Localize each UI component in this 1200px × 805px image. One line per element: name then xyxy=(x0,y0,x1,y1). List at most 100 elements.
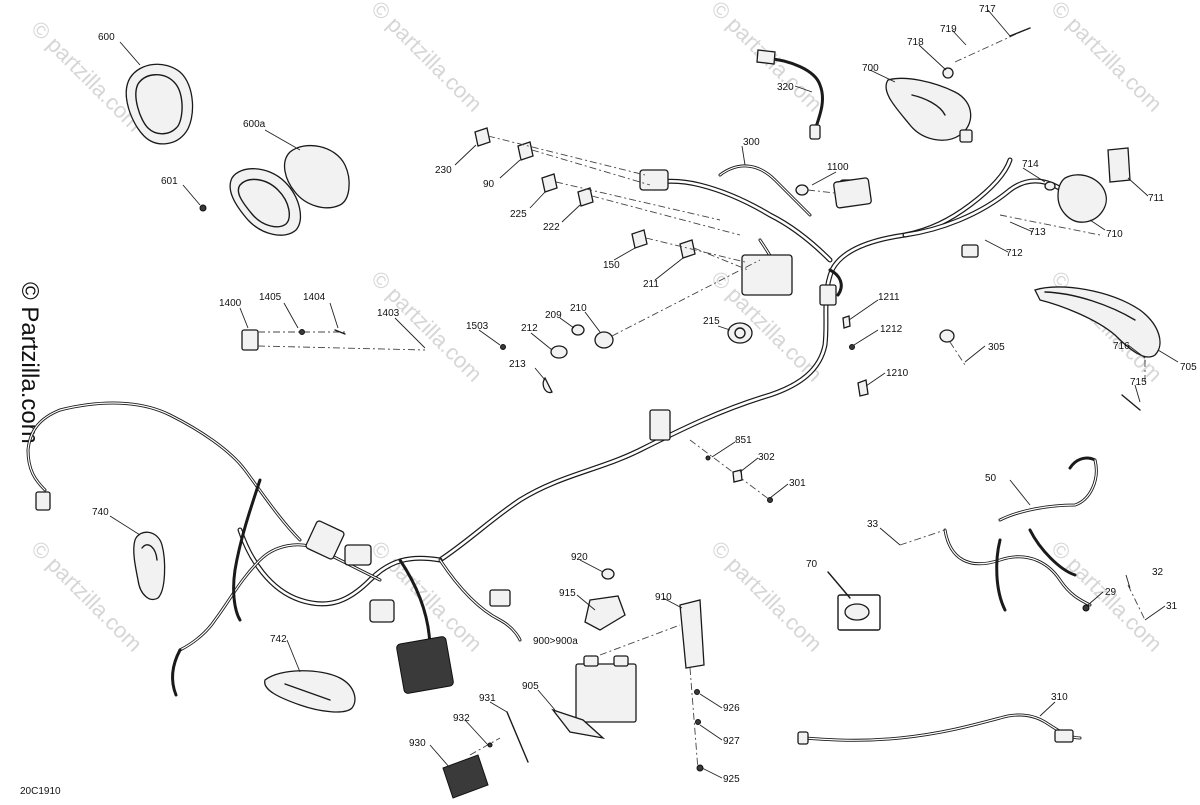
side-watermark: © Partzilla.com xyxy=(16,282,43,444)
callout-915: 915 xyxy=(559,588,576,599)
watermark: © partzilla.com xyxy=(26,16,147,137)
connector-block xyxy=(369,599,395,623)
callout-300: 300 xyxy=(743,137,760,148)
throttle-pedal-700 xyxy=(885,27,1031,143)
callout-150: 150 xyxy=(603,260,620,271)
callout-215: 215 xyxy=(703,316,720,327)
connector-block xyxy=(819,284,837,306)
callout-210: 210 xyxy=(570,303,587,314)
callout-310: 310 xyxy=(1051,692,1068,703)
module-1100 xyxy=(795,177,872,209)
relay-box xyxy=(396,636,454,694)
connector-block xyxy=(344,544,372,566)
light-740 xyxy=(133,531,166,601)
callout-320: 320 xyxy=(777,82,794,93)
callout-1503: 1503 xyxy=(466,321,489,332)
main-wiring-harness xyxy=(26,157,1073,697)
gauge-cover-600 xyxy=(125,63,194,145)
callout-302: 302 xyxy=(758,452,775,463)
connector-block xyxy=(961,244,979,258)
callout-905: 905 xyxy=(522,681,539,692)
watermark: © partzilla.com xyxy=(26,536,147,657)
callout-713: 713 xyxy=(1029,227,1046,238)
callout-1403: 1403 xyxy=(377,308,400,319)
callout-931: 931 xyxy=(479,693,496,704)
callout-212: 212 xyxy=(521,323,538,334)
callout-1404: 1404 xyxy=(303,292,326,303)
callout-910: 910 xyxy=(655,592,672,603)
sensor-320 xyxy=(756,49,824,140)
callout-209: 209 xyxy=(545,310,562,321)
gauge-body xyxy=(199,168,302,236)
connector-block xyxy=(35,491,51,511)
callout-1400: 1400 xyxy=(219,298,242,309)
callout-740: 740 xyxy=(92,507,109,518)
callout-1405: 1405 xyxy=(259,292,282,303)
harness-connectors-group xyxy=(474,127,749,271)
callout-930: 930 xyxy=(409,738,426,749)
callout-labels: 600 600a 601 1400 1405 1404 1403 1503 21… xyxy=(92,4,1197,785)
connector-block xyxy=(639,169,669,191)
callout-225: 225 xyxy=(510,209,527,220)
callout-712: 712 xyxy=(1006,248,1023,259)
cable-310 xyxy=(797,713,1082,745)
callout-742: 742 xyxy=(270,634,287,645)
callout-301: 301 xyxy=(789,478,806,489)
callout-222: 222 xyxy=(543,222,560,233)
screw xyxy=(199,204,207,212)
callout-926: 926 xyxy=(723,703,740,714)
callout-1212: 1212 xyxy=(880,324,903,335)
callout-900-900a: 900>900a xyxy=(533,636,578,647)
callout-710: 710 xyxy=(1106,229,1123,240)
module-710 xyxy=(999,147,1131,236)
fasteners-1210-group xyxy=(842,315,869,397)
leader-lines xyxy=(109,9,1179,779)
callout-920: 920 xyxy=(571,552,588,563)
battery-box xyxy=(575,663,637,723)
callout-851: 851 xyxy=(735,435,752,446)
callout-90: 90 xyxy=(483,179,495,190)
callout-230: 230 xyxy=(435,165,452,176)
fasteners-851-group xyxy=(689,439,773,503)
callout-70: 70 xyxy=(806,559,818,570)
callout-213: 213 xyxy=(509,359,526,370)
callout-32: 32 xyxy=(1152,567,1164,578)
callout-714: 714 xyxy=(1022,159,1039,170)
callout-211: 211 xyxy=(643,279,659,290)
connector-block xyxy=(649,409,671,441)
callout-925: 925 xyxy=(723,774,740,785)
callout-711: 711 xyxy=(1148,193,1164,204)
callout-927: 927 xyxy=(723,736,740,747)
callout-33: 33 xyxy=(867,519,879,530)
callout-718: 718 xyxy=(907,37,924,48)
diagram-reference-code: 20C1910 xyxy=(20,786,61,797)
callout-715: 715 xyxy=(1130,377,1147,388)
callout-29: 29 xyxy=(1105,587,1117,598)
connector-block xyxy=(741,254,793,296)
fuse-70-group xyxy=(827,571,881,631)
light-bar-705 xyxy=(939,286,1161,411)
callout-932: 932 xyxy=(453,713,470,724)
sensor-parts-group xyxy=(500,259,761,394)
callout-716: 716 xyxy=(1113,341,1130,352)
callout-719: 719 xyxy=(940,24,957,35)
battery-group xyxy=(551,568,705,772)
battery-cables-50 xyxy=(899,456,1146,621)
connector-block xyxy=(305,520,345,560)
light-742 xyxy=(264,670,356,713)
callout-50: 50 xyxy=(985,473,997,484)
callout-601: 601 xyxy=(161,176,178,187)
callout-1211: 1211 xyxy=(878,292,900,303)
callout-1100: 1100 xyxy=(827,162,849,173)
callout-31: 31 xyxy=(1166,601,1178,612)
callout-600a: 600a xyxy=(243,119,266,130)
callout-705: 705 xyxy=(1180,362,1197,373)
callout-700: 700 xyxy=(862,63,879,74)
callout-305: 305 xyxy=(988,342,1005,353)
gauge-lens-600a xyxy=(283,144,350,209)
watermark: © partzilla.com xyxy=(366,0,487,117)
connector-block xyxy=(489,589,511,607)
regulator-930 xyxy=(442,711,529,799)
callout-1210: 1210 xyxy=(886,368,909,379)
